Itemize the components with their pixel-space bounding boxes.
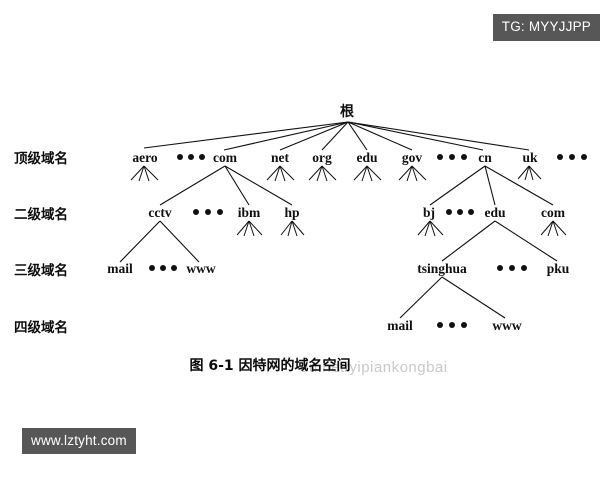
node-cn: cn (478, 150, 492, 165)
subtree-fan-icon (236, 220, 263, 237)
site-watermark-badge: www.lztyht.com (22, 427, 136, 454)
node-hp: hp (284, 205, 299, 220)
row-label-third-level-domain: 三级域名 (14, 262, 68, 279)
node-gov: gov (402, 150, 423, 165)
node-com-cn: com (541, 205, 566, 220)
subtree-fan-icon (540, 220, 567, 237)
ellipsis-dots-tld-after-uk (557, 154, 587, 160)
edges-com-to-second-level (159, 165, 293, 206)
row-label-fourth-level-domain: 四级域名 (14, 319, 68, 336)
node-edu-tld: edu (356, 150, 378, 165)
ellipsis-dots-cnedu-tsinghua-pku (497, 265, 527, 271)
telegram-watermark-badge: TG: MYYJJPP (492, 14, 600, 41)
edges-root-to-tld (143, 121, 530, 151)
subtree-fan-icon (280, 220, 305, 237)
ellipsis-dots-cctv-mail-www (149, 265, 177, 271)
subtree-fan-icon (398, 165, 427, 182)
node-org: org (312, 150, 332, 165)
edges-cctv-to-third-level (119, 220, 200, 263)
node-mail-cctv: mail (107, 261, 133, 276)
node-cctv: cctv (148, 205, 171, 220)
node-www-tsinghua: www (492, 318, 521, 333)
node-edu-cn: edu (484, 205, 506, 220)
node-bj: bj (423, 205, 435, 220)
node-mail-tsinghua: mail (387, 318, 413, 333)
watermark: du.net/yipiankongbai (300, 359, 448, 376)
edges-tsinghua-to-fourth-level (399, 276, 506, 319)
subtree-fan-icon (308, 165, 337, 182)
subtree-fan-icon (517, 165, 542, 181)
subtree-fan-icon (353, 165, 382, 182)
node-pku: pku (547, 261, 570, 276)
node-www-cctv: www (186, 261, 215, 276)
node-com-tld: com (213, 150, 238, 165)
ellipsis-dots-tld-gov-cn (437, 154, 467, 160)
ellipsis-dots-com-cctv-ibm (193, 209, 223, 215)
ellipsis-dots-tld-aero-com (177, 154, 205, 160)
ellipsis-dots-cn-bj-edu (446, 209, 474, 215)
node-aero: aero (132, 150, 157, 165)
node-uk: uk (522, 150, 538, 165)
subtree-fan-icon (130, 165, 159, 182)
subtree-fan-icons (130, 165, 567, 237)
row-label-second-level-domain: 二级域名 (14, 206, 68, 223)
node-tsinghua: tsinghua (417, 261, 467, 276)
edges-cnedu-to-third-level (441, 220, 558, 262)
ellipsis-dots-tsinghua-mail-www (437, 322, 467, 328)
node-root: 根 (340, 103, 355, 120)
row-label-top-level-domain: 顶级域名 (14, 150, 68, 167)
node-ibm: ibm (238, 205, 261, 220)
subtree-fan-icon (266, 165, 295, 182)
edges-cn-to-second-level (429, 165, 554, 206)
figure-caption: 图 6-1 因特网的域名空间 (189, 357, 350, 374)
node-net: net (271, 150, 290, 165)
subtree-fan-icon (417, 220, 444, 237)
